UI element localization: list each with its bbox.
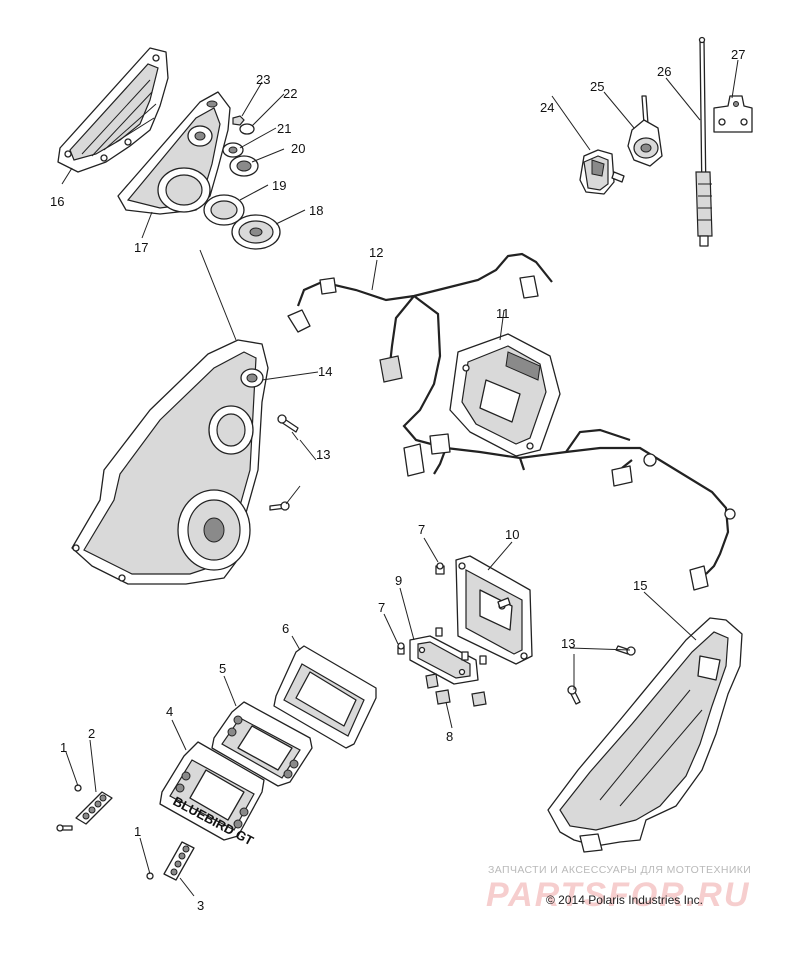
part-13-screws-right — [567, 645, 636, 705]
callout-24: 24 — [540, 100, 554, 115]
callout-12: 12 — [369, 245, 383, 260]
copyright-text: © 2014 Polaris Industries Inc. — [546, 893, 703, 907]
part-8-clips — [425, 673, 487, 707]
callout-25: 25 — [590, 79, 604, 94]
callout-26: 26 — [657, 64, 671, 79]
callout-13b: 13 — [561, 636, 575, 651]
callout-7a: 7 — [418, 522, 425, 537]
callout-27: 27 — [731, 47, 745, 62]
part-19-speaker — [203, 194, 245, 226]
part-21-tweeter — [222, 142, 244, 158]
callout-15: 15 — [633, 578, 647, 593]
part-27-antenna-bracket — [713, 95, 753, 133]
part-14-side-enclosure — [71, 339, 269, 585]
part-7-screws — [397, 562, 511, 665]
part-10-mounting-plate — [455, 555, 533, 665]
callout-22: 22 — [283, 86, 297, 101]
callout-21: 21 — [277, 121, 291, 136]
part-13-screws-left — [269, 414, 299, 511]
part-5-display — [211, 701, 313, 787]
callout-14: 14 — [318, 364, 332, 379]
part-26-whip-antenna — [695, 36, 713, 247]
callout-23: 23 — [256, 72, 270, 87]
callout-9: 9 — [395, 573, 402, 588]
callout-5: 5 — [219, 661, 226, 676]
callout-1b: 1 — [134, 824, 141, 839]
part-9-bracket — [409, 635, 479, 685]
leader-lines — [61, 59, 739, 897]
watermark-logo: PARTSFOR.RU — [486, 876, 751, 914]
part-25-antenna-base — [627, 95, 663, 167]
callout-1a: 1 — [60, 740, 67, 755]
part-23-nut — [232, 115, 245, 126]
part-20-tweeter-cover — [229, 155, 259, 177]
part-24-gps-puck — [579, 149, 625, 195]
callout-10: 10 — [505, 527, 519, 542]
part-3-button-pad — [163, 841, 195, 881]
callout-4: 4 — [166, 704, 173, 719]
callout-labels: 1 1 2 3 4 5 6 7 7 8 9 10 11 12 13 13 14 … — [50, 47, 745, 913]
callout-8: 8 — [446, 729, 453, 744]
part-12-wire-harness — [287, 252, 736, 591]
part-11-module — [449, 333, 561, 457]
part-17-speaker-pod — [117, 91, 231, 215]
callout-19: 19 — [272, 178, 286, 193]
part-6-display-bezel — [273, 645, 377, 749]
callout-2: 2 — [88, 726, 95, 741]
callout-20: 20 — [291, 141, 305, 156]
watermark-tagline: ЗАПЧАСТИ И АКСЕССУАРЫ ДЛЯ МОТОТЕХНИКИ — [488, 864, 752, 876]
part-22-tweeter-cap — [239, 123, 255, 135]
callout-18: 18 — [309, 203, 323, 218]
part-18-speaker-grille — [231, 214, 281, 250]
callout-6: 6 — [282, 621, 289, 636]
callout-11: 11 — [496, 306, 510, 321]
callout-13a: 13 — [316, 447, 330, 462]
part-2-button-pad — [75, 791, 113, 825]
part-1-screws — [56, 784, 154, 880]
callout-7b: 7 — [378, 600, 385, 615]
part-15-rear-cover — [547, 617, 743, 853]
callout-16: 16 — [50, 194, 64, 209]
callout-17: 17 — [134, 240, 148, 255]
callout-3: 3 — [197, 898, 204, 913]
part-16-overhead-bracket — [57, 47, 169, 173]
